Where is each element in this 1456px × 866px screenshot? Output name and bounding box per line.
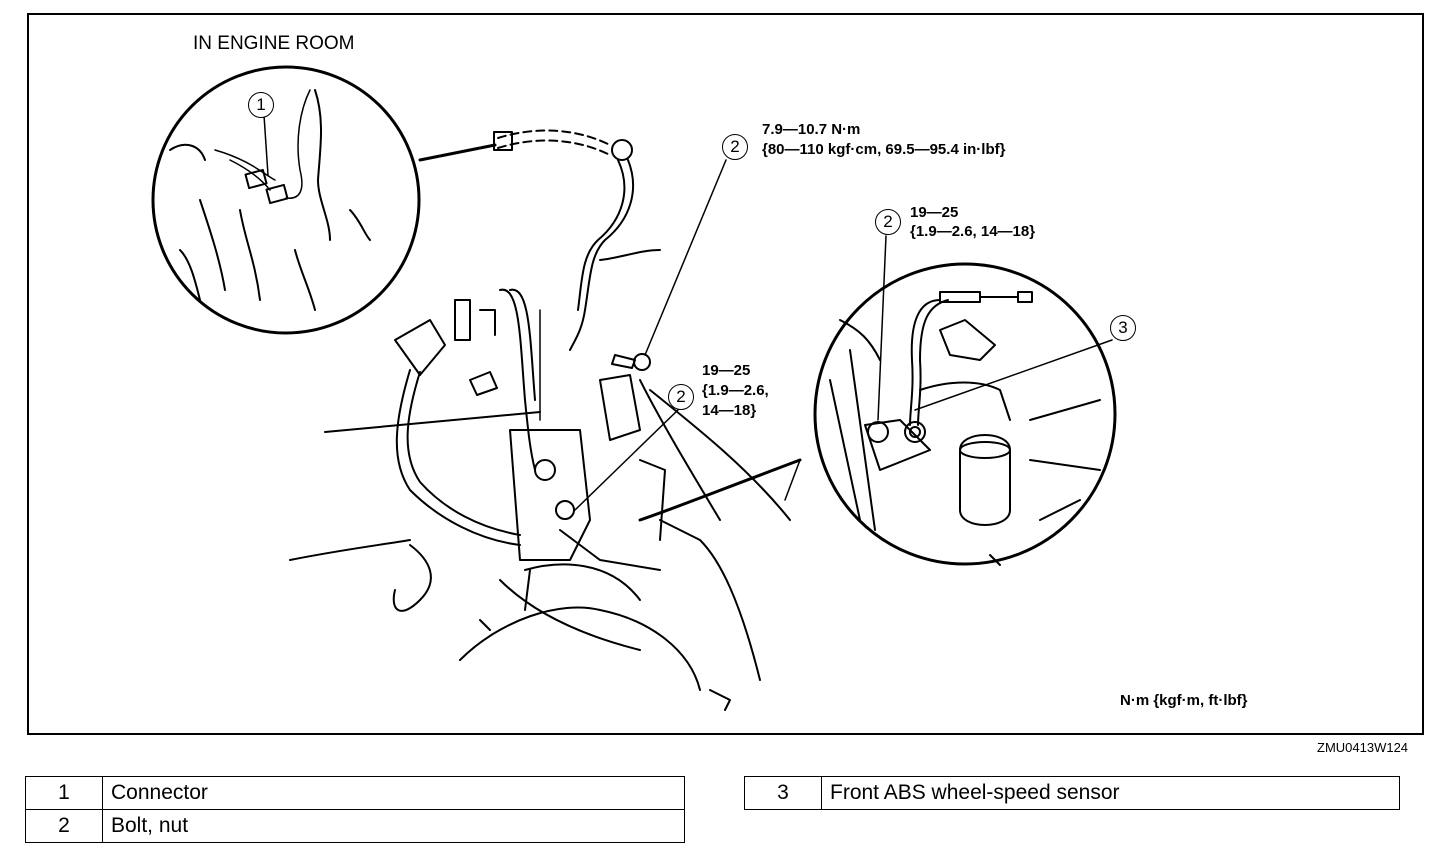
callout-bolt-top: 2 (722, 134, 748, 160)
legend-table-left: 1 Connector 2 Bolt, nut (25, 776, 685, 843)
diagram-frame (27, 13, 1424, 735)
figure-code: ZMU0413W124 (1317, 740, 1409, 755)
torque-top-value: 7.9—10.7 N·m (762, 121, 861, 138)
callout-bolt-right: 2 (875, 209, 901, 235)
wheel-sensor-inset (813, 262, 1117, 566)
torque-right-value: 19—25 (910, 204, 959, 221)
legend-label: Bolt, nut (102, 809, 685, 843)
torque-right-conversion: {1.9—2.6, 14—18} (910, 223, 1036, 240)
torque-mid-conversion-1: {1.9—2.6, (702, 382, 769, 399)
inset-title: IN ENGINE ROOM (193, 33, 355, 54)
legend-row: 3 Front ABS wheel-speed sensor (744, 776, 1400, 810)
sensor-harness (493, 129, 661, 471)
torque-mid-value: 19—25 (702, 362, 751, 379)
legend-row: 1 Connector (25, 776, 685, 810)
units-note: N·m {kgf·m, ft·lbf} (1120, 692, 1248, 709)
engine-room-inset (151, 65, 497, 335)
knuckle-assembly (289, 299, 802, 711)
torque-top-conversion: {80—110 kgf·cm, 69.5—95.4 in·lbf} (762, 141, 1006, 158)
legend-row: 2 Bolt, nut (25, 809, 685, 843)
legend-label: Front ABS wheel-speed sensor (821, 776, 1400, 810)
legend-number: 3 (744, 776, 822, 810)
callout-bolt-mid: 2 (668, 384, 694, 410)
legend-table-right: 3 Front ABS wheel-speed sensor (744, 776, 1400, 810)
torque-mid-conversion-2: 14—18} (702, 402, 757, 419)
legend-number: 1 (25, 776, 103, 810)
callout-connector: 1 (248, 92, 274, 118)
legend-label: Connector (102, 776, 685, 810)
callout-wheel-speed-sensor: 3 (1110, 315, 1136, 341)
legend-number: 2 (25, 809, 103, 843)
callout-leaders (574, 159, 887, 511)
